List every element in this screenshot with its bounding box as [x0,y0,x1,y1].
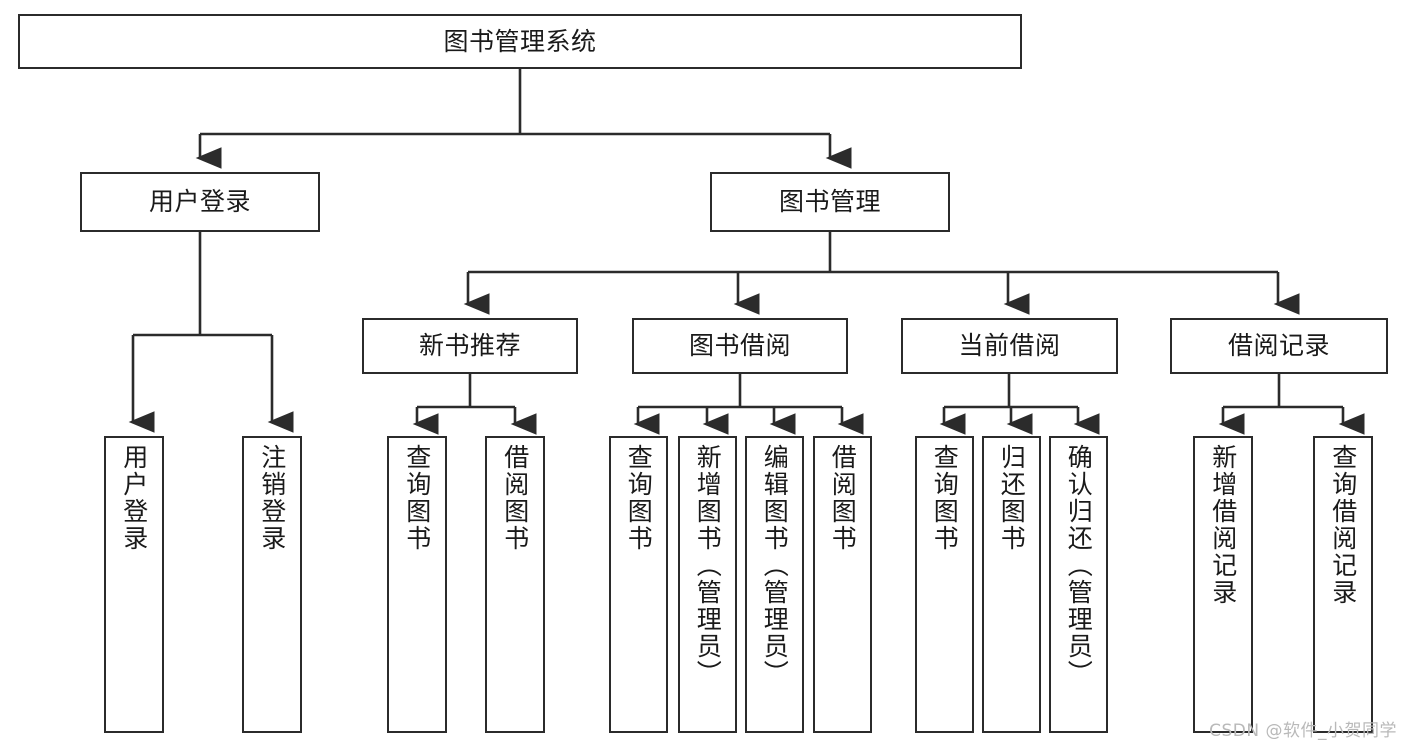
node-label: 新增图书（管理员） [693,444,723,687]
node-leaf-logout[interactable]: 注销登录 [242,436,302,733]
node-label: 用户登录 [148,187,251,216]
node-leaf-query-book-current[interactable]: 查询图书 [915,436,974,733]
node-label: 查询图书 [624,444,654,552]
node-label: 图书管理 [778,187,881,216]
watermark-text: CSDN @软件_小贺同学 [1209,721,1397,741]
node-leaf-query-book-borrow[interactable]: 查询图书 [609,436,668,733]
node-current-borrow[interactable]: 当前借阅 [901,318,1118,374]
node-borrow-record[interactable]: 借阅记录 [1170,318,1388,374]
node-label: 查询图书 [402,444,432,552]
node-book-manage[interactable]: 图书管理 [710,172,950,232]
node-label: 归还图书 [997,444,1027,552]
node-label: 当前借阅 [958,331,1061,360]
node-label: 新增借阅记录 [1208,444,1238,606]
node-label: 图书管理系统 [443,26,597,56]
node-root-system[interactable]: 图书管理系统 [18,14,1022,69]
node-leaf-confirm-return-admin[interactable]: 确认归还（管理员） [1049,436,1108,733]
node-leaf-borrow-book[interactable]: 借阅图书 [813,436,872,733]
node-label: 查询图书 [930,444,960,552]
node-label: 新书推荐 [418,331,521,360]
node-leaf-user-login[interactable]: 用户登录 [104,436,164,733]
node-label: 借阅记录 [1227,331,1330,360]
node-label: 注销登录 [257,444,287,552]
node-label: 编辑图书（管理员） [760,444,790,687]
node-leaf-add-borrow-record[interactable]: 新增借阅记录 [1193,436,1253,733]
node-leaf-add-book-admin[interactable]: 新增图书（管理员） [678,436,737,733]
node-leaf-query-borrow-record[interactable]: 查询借阅记录 [1313,436,1373,733]
node-label: 借阅图书 [828,444,858,552]
node-leaf-return-book[interactable]: 归还图书 [982,436,1041,733]
node-label: 借阅图书 [500,444,530,552]
node-leaf-query-book-recommend[interactable]: 查询图书 [387,436,447,733]
node-label: 用户登录 [119,444,149,552]
node-label: 图书借阅 [688,331,791,360]
node-new-book-recommend[interactable]: 新书推荐 [362,318,578,374]
node-label: 查询借阅记录 [1328,444,1358,606]
node-label: 确认归还（管理员） [1064,444,1094,687]
node-user-login[interactable]: 用户登录 [80,172,320,232]
node-book-borrow[interactable]: 图书借阅 [632,318,848,374]
node-leaf-edit-book-admin[interactable]: 编辑图书（管理员） [745,436,804,733]
node-leaf-borrow-book-recommend[interactable]: 借阅图书 [485,436,545,733]
